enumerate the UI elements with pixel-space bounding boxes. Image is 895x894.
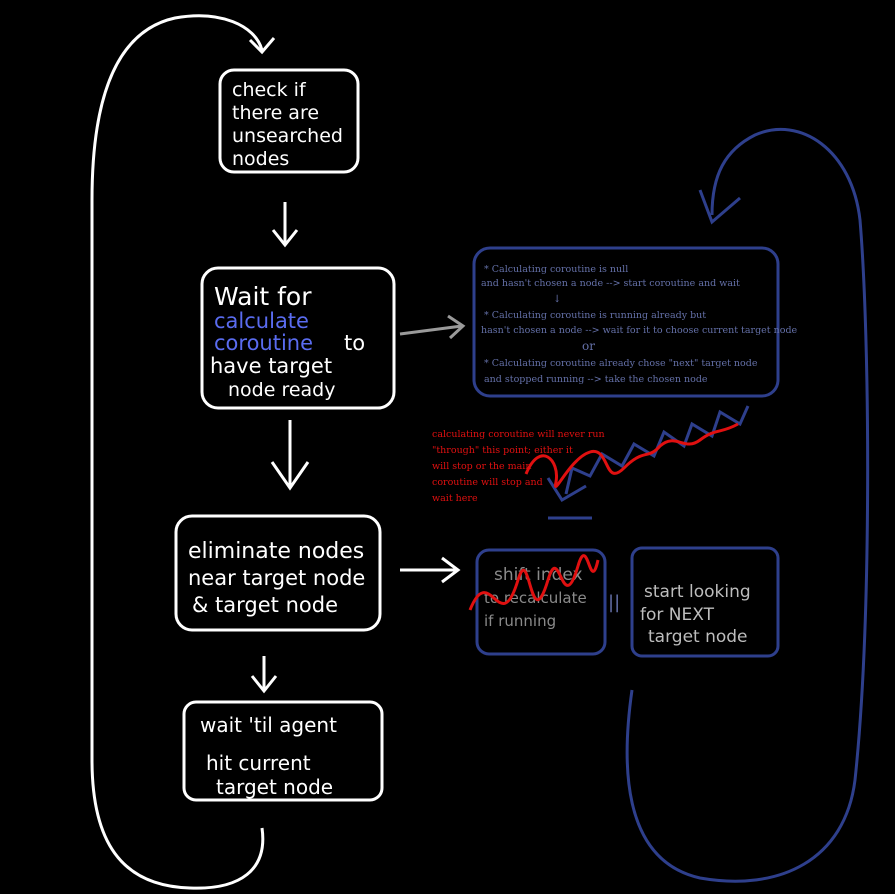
crossed-out-shift-index-box: shift index to recalculate if running [468, 548, 607, 656]
arrow-to-coroutine-panel [399, 314, 466, 340]
panel-line-7: * Calculating coroutine already chose "n… [484, 358, 758, 369]
step-start-looking-next: start looking for NEXT target node [630, 546, 780, 658]
step2-line-5: node ready [228, 379, 336, 401]
step2-line-to: to [344, 331, 365, 355]
step3-line-2: near target node [188, 566, 365, 590]
panel-line-5: hasn't chosen a node --> wait for it to … [481, 325, 798, 336]
panel-line-1: * Calculating coroutine is null [484, 264, 628, 275]
step2-highlight-coroutine: coroutine [214, 331, 313, 355]
step-wait-agent: wait 'til agent hit current target node [182, 700, 384, 802]
step3-line-3: & target node [192, 593, 338, 617]
red-note-line-1: calculating coroutine will never run [432, 429, 605, 440]
arrow-to-shift-index [400, 556, 461, 584]
next-line-1: start looking [644, 582, 751, 602]
step4-line-1: wait 'til agent [200, 713, 337, 737]
step1-line-2: there are [232, 102, 319, 124]
coroutine-cases-panel: * Calculating coroutine is null and hasn… [472, 246, 798, 398]
blue-zigzag-arrow [546, 405, 750, 503]
step2-line-1: Wait for [214, 282, 312, 311]
step4-line-3: target node [216, 775, 333, 799]
step3-line-1: eliminate nodes [188, 539, 364, 564]
red-cross-out-scribble [468, 554, 600, 611]
arrow-step2-to-step3 [270, 420, 310, 491]
red-annotation: calculating coroutine will never run "th… [432, 429, 605, 504]
next-line-2: for NEXT [640, 605, 715, 625]
red-note-line-4: coroutine will stop and [432, 477, 543, 488]
next-line-3: target node [648, 627, 748, 647]
red-note-line-3: will stop or the main [432, 461, 531, 472]
loop-back-arrow [90, 14, 265, 890]
step2-highlight-calculate: calculate [214, 309, 309, 333]
right-loop-arrow [625, 128, 870, 883]
right-loop-arrowhead [698, 189, 741, 225]
panel-down-arrow: ↓ [553, 294, 561, 305]
step-wait-for-coroutine: Wait for calculate coroutine to have tar… [200, 266, 396, 410]
red-note-line-2: "through" this point; either it [432, 445, 573, 456]
crossed-line-3: if running [484, 612, 556, 630]
panel-line-4: * Calculating coroutine is running alrea… [484, 310, 706, 321]
step1-line-3: unsearched [232, 125, 343, 147]
panel-line-8: and stopped running --> take the chosen … [484, 374, 708, 385]
crossed-line-1: shift index [494, 565, 583, 585]
arrow-step1-to-step2 [271, 202, 299, 248]
red-note-line-5: wait here [432, 493, 478, 504]
step2-line-4: have target [210, 354, 332, 378]
step-check-unsearched-nodes: check if there are unsearched nodes [218, 68, 360, 174]
step4-line-2: hit current [206, 751, 311, 775]
panel-or: or [582, 339, 595, 353]
panel-line-2: and hasn't chosen a node --> start corou… [481, 278, 740, 289]
parallel-separator: || [608, 592, 620, 613]
red-zigzag-scribble [524, 422, 739, 488]
step1-line-1: check if [232, 79, 307, 101]
step-eliminate-nodes: eliminate nodes near target node & targe… [174, 514, 382, 632]
arrow-step3-to-step4 [250, 656, 278, 694]
loop-back-arrowhead [248, 37, 276, 55]
step1-line-4: nodes [232, 148, 289, 170]
